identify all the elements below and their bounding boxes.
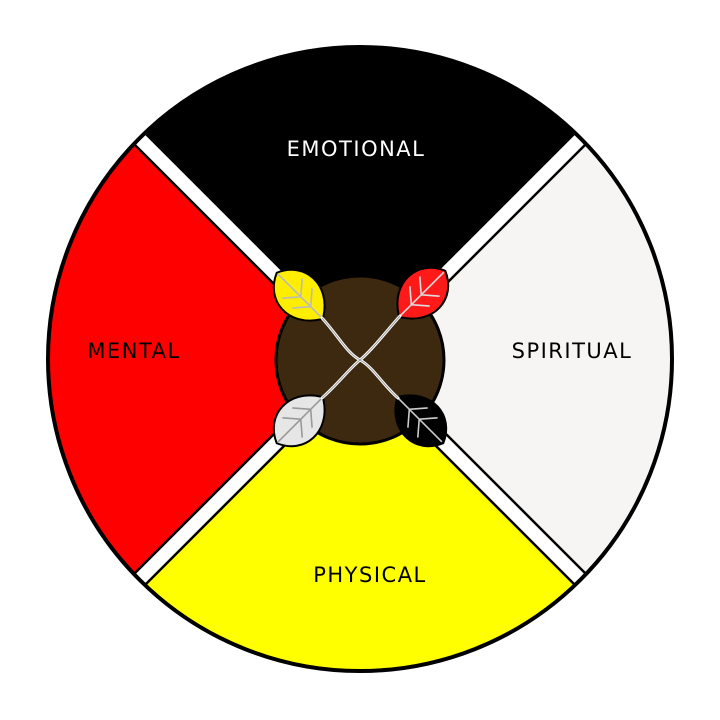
wheel-outline <box>46 45 674 673</box>
label-emotional: EMOTIONAL <box>287 137 426 161</box>
label-spiritual: SPIRITUAL <box>512 339 633 363</box>
leaves-group <box>272 266 450 448</box>
leaf-yellow-icon <box>272 268 326 322</box>
label-mental: MENTAL <box>87 339 180 363</box>
leaf-stems-shade <box>321 315 401 399</box>
leaf-white-icon <box>272 394 326 448</box>
leaf-red-icon <box>396 266 450 320</box>
label-physical: PHYSICAL <box>313 563 427 587</box>
leaf-black-icon <box>394 394 448 448</box>
